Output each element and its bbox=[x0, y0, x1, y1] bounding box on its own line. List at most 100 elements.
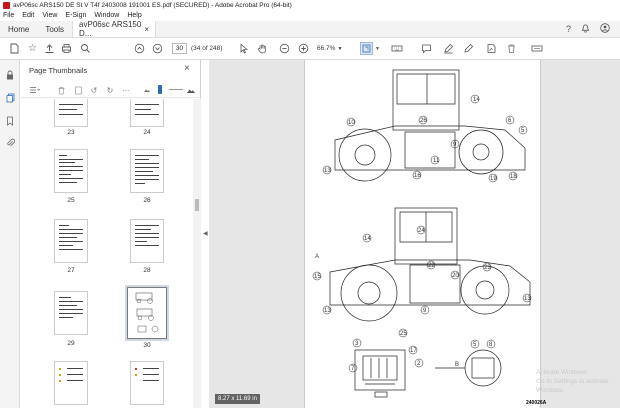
watermark-line-2: Go to Settings to activate Windows. bbox=[536, 378, 609, 394]
highlight-pen-icon[interactable] bbox=[442, 42, 455, 55]
insert-page-icon[interactable] bbox=[73, 85, 83, 95]
window-title: avP06sc ARS150 DE St V T4f 2403008 19100… bbox=[13, 1, 292, 9]
draw-pen-icon[interactable] bbox=[462, 42, 475, 55]
acrobat-icon bbox=[3, 1, 10, 9]
page-thumbnails-icon[interactable] bbox=[5, 93, 15, 103]
thumbnail-size-slider[interactable] bbox=[169, 89, 183, 90]
select-cursor-icon[interactable] bbox=[237, 42, 250, 55]
page-thumbnails-panel: Page Thumbnails × ↺ ↻ ··· 23 24 bbox=[21, 60, 201, 408]
svg-text:5: 5 bbox=[473, 342, 477, 348]
panel-title: Page Thumbnails bbox=[29, 66, 88, 75]
tab-home[interactable]: Home bbox=[8, 24, 30, 34]
bookmark-star-icon[interactable]: ☆ bbox=[28, 42, 37, 54]
svg-text:25: 25 bbox=[400, 331, 407, 337]
comment-icon[interactable] bbox=[420, 42, 433, 55]
new-document-icon[interactable] bbox=[8, 42, 21, 55]
page-number-input[interactable]: 30 bbox=[172, 43, 187, 54]
svg-text:3: 3 bbox=[355, 341, 359, 347]
thumbnail-page-24[interactable] bbox=[130, 99, 164, 127]
thumbnail-label: 28 bbox=[143, 267, 151, 274]
svg-text:7: 7 bbox=[351, 366, 355, 372]
tab-document[interactable]: avP06sc ARS150 D... × bbox=[72, 20, 157, 38]
svg-text:9: 9 bbox=[423, 308, 427, 314]
upload-icon[interactable] bbox=[43, 42, 56, 55]
roller-diagram: 14 10 26 6 5 9 13 11 19 18 16 24 14 A 15… bbox=[312, 69, 531, 398]
fit-page-icon[interactable] bbox=[360, 42, 373, 55]
svg-text:13: 13 bbox=[324, 168, 331, 174]
zoom-out-icon[interactable] bbox=[278, 42, 291, 55]
thumbnail-page-27[interactable] bbox=[54, 219, 88, 263]
collapse-panel-icon[interactable]: ◀ bbox=[203, 231, 208, 237]
menu-view[interactable]: View bbox=[42, 12, 58, 19]
menu-edit[interactable]: Edit bbox=[22, 12, 35, 19]
small-thumbnail-icon[interactable] bbox=[142, 85, 152, 95]
svg-text:26: 26 bbox=[420, 118, 427, 124]
svg-text:8: 8 bbox=[489, 342, 493, 348]
rotate-cw-icon[interactable]: ↻ bbox=[106, 85, 114, 95]
thumbnail-page-25[interactable] bbox=[54, 149, 88, 193]
slider-handle[interactable] bbox=[158, 85, 162, 94]
tool-icon[interactable] bbox=[530, 42, 543, 55]
panel-close-icon[interactable]: × bbox=[184, 63, 190, 74]
sign-icon[interactable] bbox=[485, 42, 498, 55]
bookmarks-icon[interactable] bbox=[5, 116, 15, 126]
options-menu-icon[interactable] bbox=[28, 85, 42, 95]
thumbnail-label: 25 bbox=[67, 197, 75, 204]
menu-bar: File Edit View E-Sign Window Help bbox=[0, 10, 620, 21]
watermark-line-1: Activate Windows bbox=[536, 369, 588, 376]
menu-esign[interactable]: E-Sign bbox=[65, 12, 87, 19]
zoom-in-icon[interactable] bbox=[297, 42, 310, 55]
thumbnail-page-26[interactable] bbox=[130, 149, 164, 193]
search-icon[interactable] bbox=[79, 42, 92, 55]
tab-tools[interactable]: Tools bbox=[45, 24, 65, 34]
more-options-icon[interactable]: ··· bbox=[122, 85, 130, 95]
zoom-level[interactable]: 66.7%▼ bbox=[317, 43, 347, 54]
menu-file[interactable]: File bbox=[3, 12, 15, 19]
thumbnail-page-29[interactable] bbox=[54, 291, 88, 335]
thumbnail-page-31[interactable] bbox=[54, 361, 88, 405]
help-icon[interactable]: ? bbox=[565, 24, 571, 34]
bell-icon[interactable] bbox=[581, 23, 590, 35]
svg-text:13: 13 bbox=[524, 296, 531, 302]
svg-text:2: 2 bbox=[417, 361, 421, 367]
menu-help[interactable]: Help bbox=[127, 12, 142, 19]
hand-tool-icon[interactable] bbox=[256, 42, 269, 55]
next-page-icon[interactable] bbox=[151, 42, 164, 55]
profile-icon[interactable] bbox=[600, 23, 610, 35]
thumbnail-page-23[interactable] bbox=[54, 99, 88, 127]
svg-text:15: 15 bbox=[314, 274, 321, 280]
svg-text:16: 16 bbox=[414, 173, 421, 179]
tab-close-icon[interactable]: × bbox=[144, 24, 150, 34]
print-icon[interactable] bbox=[60, 42, 73, 55]
svg-text:20: 20 bbox=[452, 273, 459, 279]
delete-page-icon[interactable] bbox=[56, 85, 66, 95]
panel-toolbar: ↺ ↻ ··· bbox=[21, 82, 201, 98]
keyboard-icon[interactable] bbox=[390, 42, 403, 55]
large-thumbnail-icon[interactable] bbox=[186, 85, 196, 95]
thumbnail-page-30-selected[interactable] bbox=[127, 287, 167, 339]
fit-page-chevron-icon[interactable]: ▼ bbox=[375, 46, 380, 52]
title-bar: avP06sc ARS150 DE St V T4f 2403008 19100… bbox=[0, 0, 620, 10]
activation-watermark: Activate Windows Go to Settings to activ… bbox=[536, 368, 620, 395]
lock-icon[interactable] bbox=[5, 70, 15, 80]
thumbnail-page-28[interactable] bbox=[130, 219, 164, 263]
previous-page-icon[interactable] bbox=[133, 42, 146, 55]
page-code: 240026A bbox=[526, 400, 547, 406]
rotate-ccw-icon[interactable]: ↺ bbox=[90, 85, 98, 95]
delete-icon[interactable] bbox=[505, 42, 518, 55]
pdf-page: 14 10 26 6 5 9 13 11 19 18 16 24 14 A 15… bbox=[304, 60, 546, 408]
thumbnail-label: 26 bbox=[143, 197, 151, 204]
chevron-down-icon: ▼ bbox=[337, 46, 343, 52]
svg-text:10: 10 bbox=[348, 120, 355, 126]
svg-text:19: 19 bbox=[490, 176, 497, 182]
svg-text:17: 17 bbox=[410, 348, 417, 354]
thumbnail-scrollbar[interactable] bbox=[193, 99, 201, 408]
svg-text:5: 5 bbox=[521, 128, 525, 134]
svg-text:22: 22 bbox=[428, 263, 435, 269]
scrollbar-thumb[interactable] bbox=[195, 199, 199, 211]
tab-bar: Home Tools avP06sc ARS150 D... × ? bbox=[0, 20, 620, 38]
thumbnail-page-32[interactable] bbox=[130, 361, 164, 405]
attachments-icon[interactable] bbox=[5, 138, 15, 148]
menu-window[interactable]: Window bbox=[94, 12, 120, 19]
document-view[interactable]: 14 10 26 6 5 9 13 11 19 18 16 24 14 A 15… bbox=[209, 60, 620, 408]
